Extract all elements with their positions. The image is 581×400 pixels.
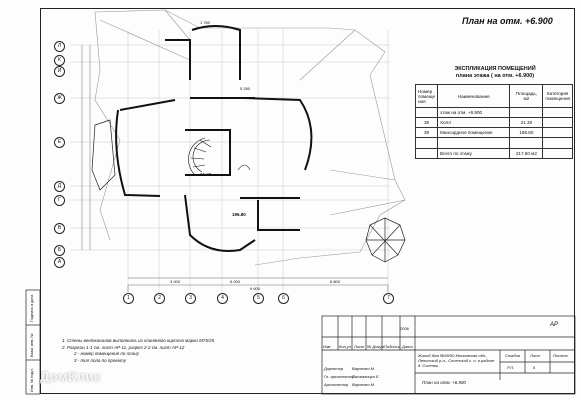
axis-bubble: А [54, 257, 65, 268]
col-kol: Кол.уч [339, 344, 351, 349]
drawing-notes: 1. Стены вентканалов выполнить из глинян… [62, 338, 214, 364]
room-area-label: 21.30 [200, 172, 212, 177]
col-izm: Изм [323, 344, 331, 349]
explication-title-line2: плана этажа ( на отм. +6.900) [455, 73, 535, 79]
side-label: Взам. инв. № [30, 333, 34, 357]
sheet-label: Лист [530, 353, 541, 358]
note-2: 2. Разрезы 1-1 см. лист АР-11, разрез 2-… [62, 344, 185, 350]
note-3: 2 - номер помещения по плану [74, 351, 139, 356]
stage-value: Р.П. [507, 365, 515, 370]
total-label: Всего по этажу [437, 148, 511, 159]
sheets-label: Листов [553, 353, 568, 358]
row-name: Мансардное помещение [437, 127, 511, 138]
row-num: 39 [414, 127, 439, 138]
note-4: 3 - тип пола по проекту [74, 357, 126, 363]
header-name: Наименование [437, 84, 511, 108]
person-name: Варченко М. [352, 382, 376, 387]
col-doc: № Докум [367, 344, 385, 349]
sheet-value: 6 [533, 365, 536, 370]
header-area: Площадь, м2 [509, 84, 544, 108]
axis-bubble: Б [54, 245, 65, 256]
row-name: Холл [437, 117, 511, 128]
side-label: Инв. № подл. [30, 368, 34, 392]
axis-bubble: И [54, 66, 65, 77]
explication-title-line1: ЭКСПЛИКАЦИЯ ПОМЕЩЕНИЙ [454, 66, 536, 72]
project-name: Жилой дом №69/90 Московская обл., Ленинс… [418, 353, 495, 368]
drawing-name: План на отм. +6.900 [422, 380, 466, 385]
person-name: Варченко М. [352, 366, 376, 371]
person-role: Архитектор [324, 382, 349, 387]
explication-title: ЭКСПЛИКАЦИЯ ПОМЕЩЕНИЙ плана этажа ( на о… [415, 66, 575, 80]
axis-bubble: 7 [383, 293, 394, 304]
person-role: Гл. архитектор [324, 374, 355, 379]
axis-bubble: 5 [253, 293, 264, 304]
person-name: Пасаманцко Е. [352, 374, 380, 379]
table-row: 39 Мансардное помещение 196.80 [414, 127, 573, 138]
col-date: Дата [402, 344, 413, 349]
col-list: Лист [354, 344, 365, 349]
sheet-code: АР [550, 322, 559, 328]
axis-bubble: 1 [123, 293, 134, 304]
axis-bubble: Л [54, 41, 65, 52]
side-label: Подпись и дата [30, 294, 34, 322]
section-label: этаж на отм. +6.900 [437, 107, 511, 118]
row-num: 38 [414, 117, 439, 128]
header-num: Номер помеще ния [414, 84, 439, 108]
dimension-label: 3 000 [170, 279, 181, 284]
axis-bubble: Е [54, 137, 65, 148]
total-value: 217.60 м2 [509, 148, 544, 159]
axis-bubble: 2 [154, 293, 165, 304]
row-area: 21.30 [509, 117, 544, 128]
person-role: Директор [324, 366, 344, 371]
stage-label: Стадия [505, 353, 520, 358]
note-1: 1. Стены вентканалов выполнить из глинян… [62, 338, 215, 343]
total-row: Всего по этажу 217.60 м2 [414, 148, 573, 159]
axis-bubble: 6 [278, 293, 289, 304]
axis-bubble: Г [54, 195, 65, 206]
dimension-label: 5 280 [240, 86, 251, 91]
col-sign: Подпись [384, 344, 400, 349]
axis-bubble: К [54, 55, 65, 66]
axis-bubble: Д [54, 181, 65, 192]
axis-bubble: 3 [185, 293, 196, 304]
header-category: Категория помещения [542, 84, 573, 108]
plan-title: План на отм. +6.900 [462, 16, 553, 26]
dimension-label: 6 000 [230, 279, 241, 284]
axis-bubble: В [54, 223, 65, 234]
explication-table: Номер помеще ния Наименование Площадь, м… [414, 84, 573, 159]
dimension-label: 9 600 [250, 286, 261, 291]
axis-bubble: Ж [54, 93, 65, 104]
dimension-label: 6 800 [330, 279, 341, 284]
table-row: 38 Холл 21.30 [414, 117, 573, 128]
sheet-frame [40, 8, 575, 394]
dimension-label: 1 780 [200, 20, 211, 25]
row-area: 196.80 [509, 127, 544, 138]
axis-bubble: 4 [217, 293, 228, 304]
watermark-logo: ДомКлик [40, 369, 101, 384]
year: 2006 [400, 326, 409, 331]
room-area-label: 196.80 [232, 212, 246, 217]
